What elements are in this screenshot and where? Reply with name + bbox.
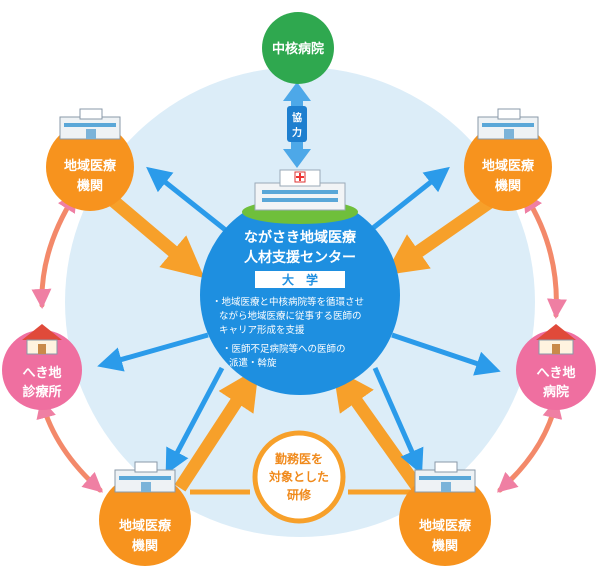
regional-institution-top-left: 地域医療 機関 [46,108,134,211]
remote-hospital-icon [536,324,576,355]
support-center-node: ながさき地域医療 人材支援センター 大 学 ・地域医療と中核病院等を循環させ な… [200,169,400,395]
regional-institution-bottom-left: 地域医療 機関 [99,461,191,566]
center-building-icon [242,169,358,224]
remote-hospital-node: へき地 病院 [516,324,596,410]
remote-clinic-line1: へき地 [22,365,61,381]
training-line1: 勤務医を [275,451,323,466]
clinic-house-icon [22,324,62,355]
hospital-building-icon [114,461,176,493]
university-badge [255,271,345,288]
outer-ring-connectors [31,191,567,493]
regional-institution-label: 機関 [77,178,103,194]
regional-institution-top-right: 地域医療 機関 [464,108,552,211]
regional-institution-label: 地域医療 [482,158,535,174]
hospital-building-icon [477,108,539,140]
training-line3: 研修 [287,487,312,502]
remote-clinic-node: へき地 診療所 [2,324,82,410]
remote-clinic-line2: 診療所 [22,384,61,400]
remote-hospital-line2: 病院 [543,384,569,400]
center-bullet1-line1: ・地域医療と中核病院等を循環させ [212,296,364,308]
regional-institution-bottom-right: 地域医療 機関 [399,461,491,566]
center-bullet2-line1: ・医師不足病院等への医師の [222,343,346,355]
center-title-line1: ながさき地域医療 [244,229,357,246]
core-hospital-label: 中核病院 [272,41,324,57]
core-hospital-node: 中核病院 [262,12,334,84]
regional-institution-label: 機関 [432,538,458,554]
regional-institution-label: 機関 [495,178,521,194]
center-title-line2: 人材支援センター [244,249,356,266]
cooperation-arrow: 協 力 [283,82,311,168]
university-label: 大 学 [282,272,318,287]
cooperation-label-2: 力 [292,126,302,139]
regional-institution-label: 地域医療 [419,518,472,534]
center-bullet2-line2: 派遣・斡旋 [229,357,277,369]
regional-institution-label: 地域医療 [119,518,172,534]
training-node: 勤務医を 対象とした 研修 [252,430,346,524]
center-bullet1-line2: ながら地域医療に従事する医師の [219,310,362,322]
training-line2: 対象とした [268,469,329,484]
regional-institution-label: 地域医療 [64,158,117,174]
blue-arrows [97,166,501,475]
remote-hospital-line1: へき地 [536,365,575,381]
hospital-building-icon [414,461,476,493]
center-bullet1-line3: キャリア形成を支援 [219,324,305,336]
regional-institution-label: 機関 [132,538,158,554]
hospital-building-icon [59,108,121,140]
cooperation-label-1: 協 [292,111,302,124]
